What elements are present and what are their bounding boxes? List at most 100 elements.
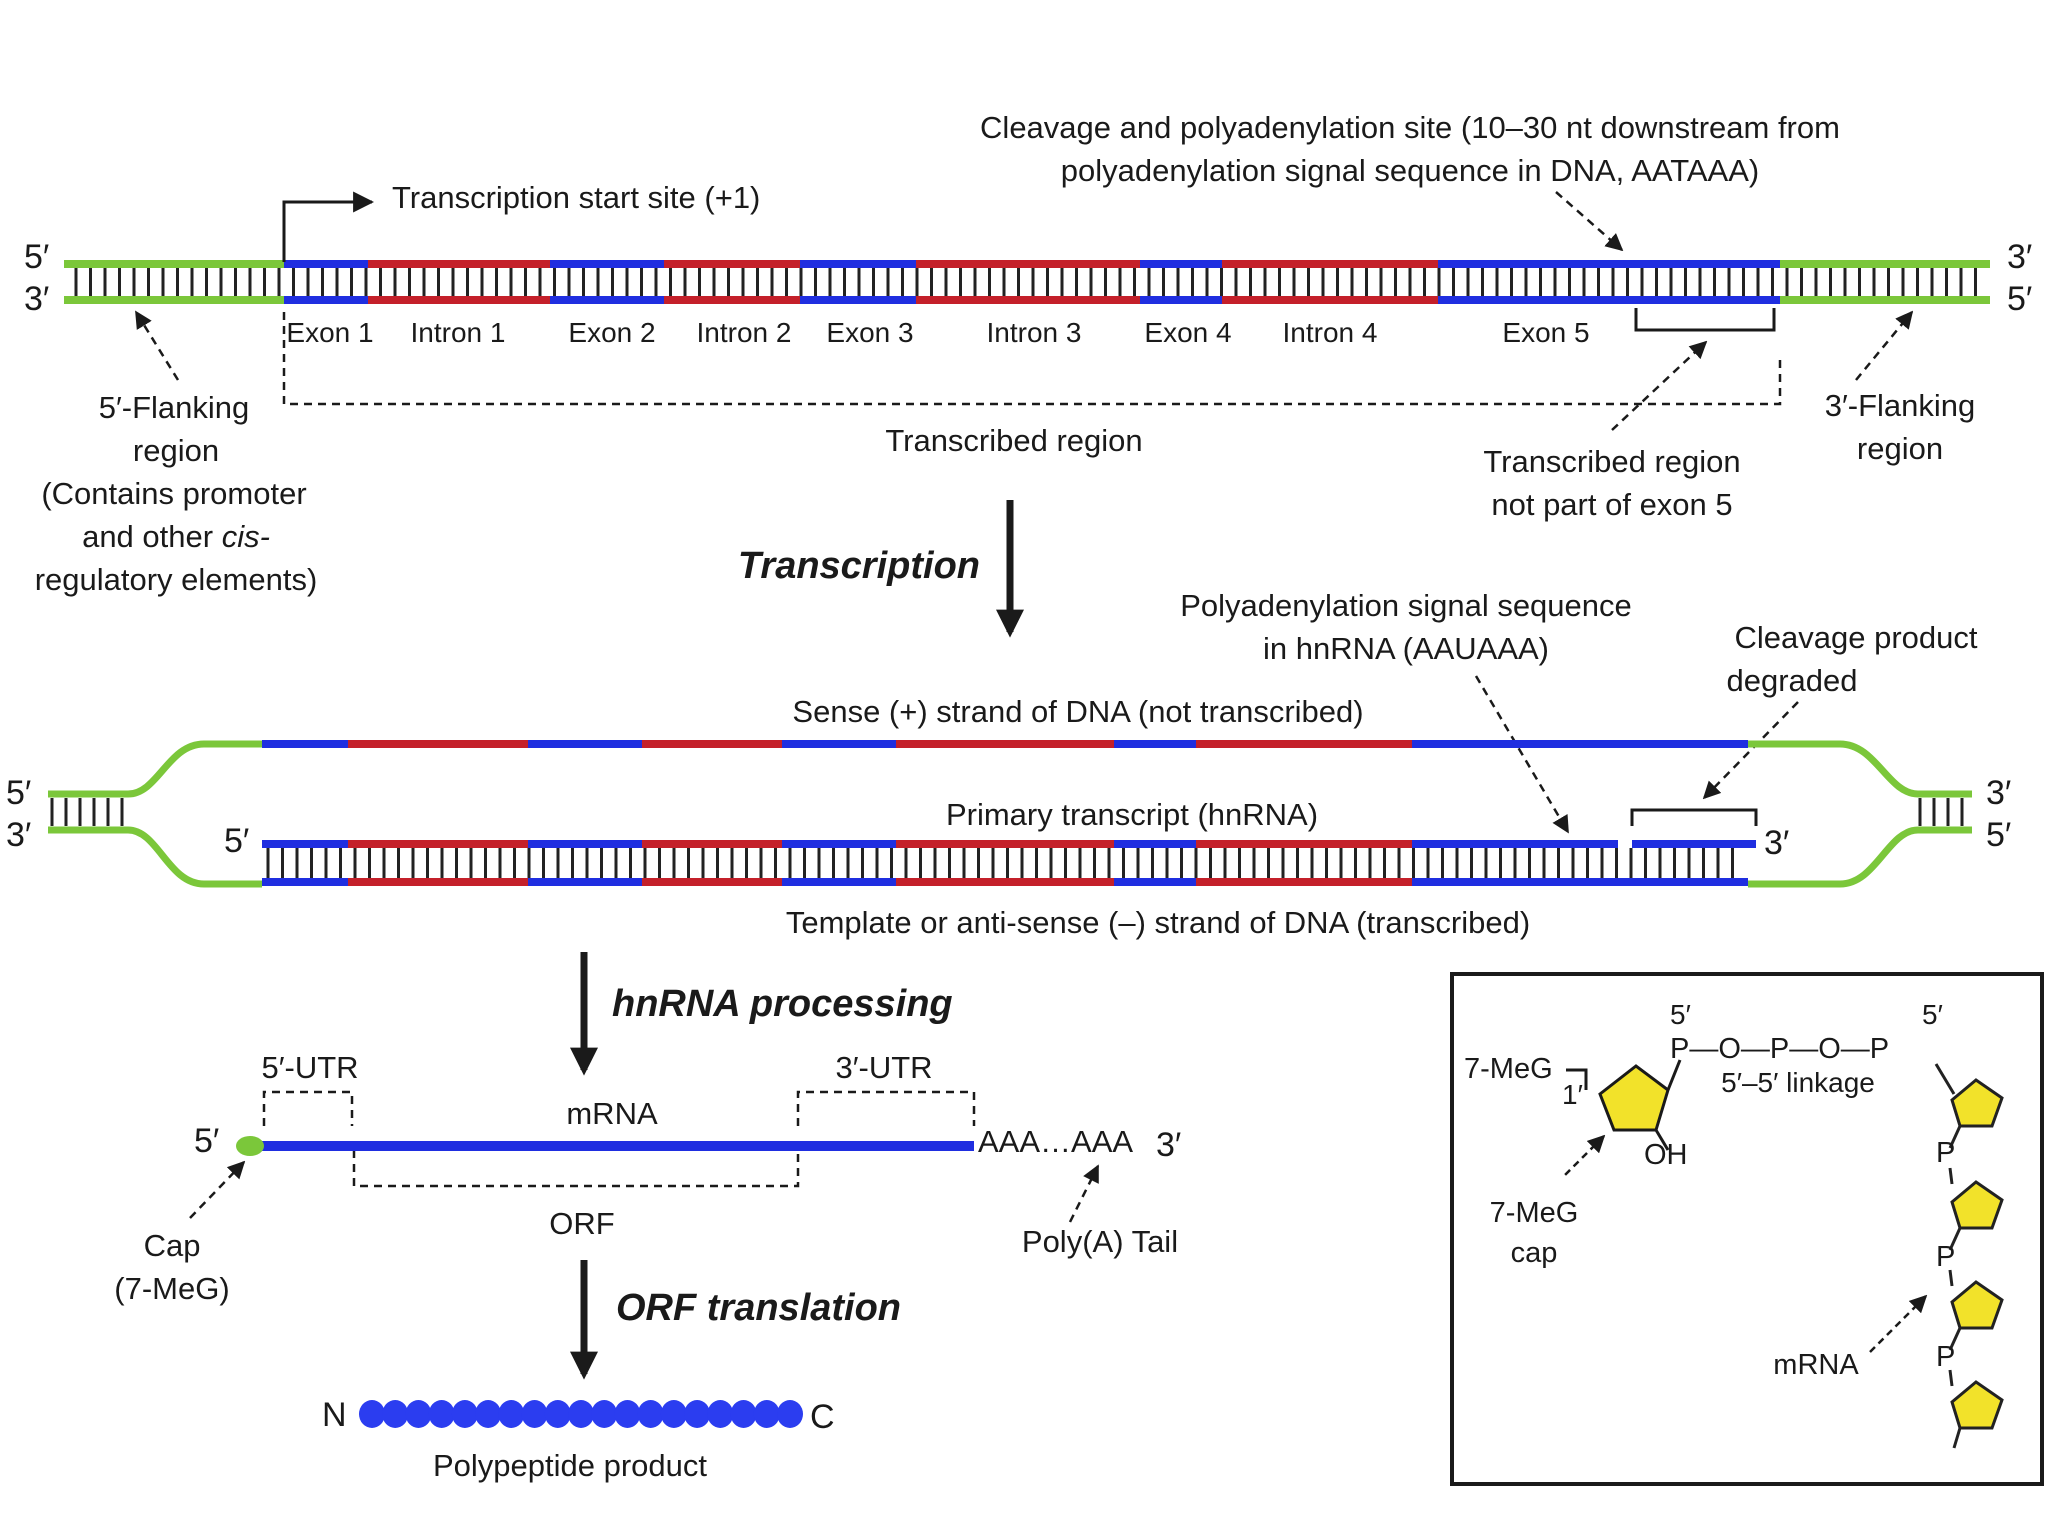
flank5-arrow [134, 310, 180, 381]
cleavage-site-line2: polyadenylation signal sequence in DNA, … [1061, 153, 1759, 188]
mrna-5prime: 5′ [194, 1122, 219, 1160]
exon-label: Exon 1 [286, 317, 373, 348]
tail-label: Poly(A) Tail [1022, 1224, 1178, 1259]
ribose-pentagon [1950, 1180, 2004, 1230]
mrna-pointer-arrow [1869, 1294, 1928, 1353]
amino-acid-residue [498, 1400, 525, 1428]
amino-acid-residue [475, 1400, 502, 1428]
utr5-label: 5′-UTR [261, 1050, 358, 1085]
cap-box-cap-line1: 7-MeG [1490, 1197, 1579, 1229]
utr3-bracket [796, 1090, 976, 1126]
amino-acid-residue [707, 1400, 734, 1428]
bubble-left-end [48, 740, 262, 888]
mrna-3prime: 3′ [1156, 1126, 1181, 1164]
intron-label: Intron 3 [987, 317, 1082, 348]
transcription-step-label: Transcription [738, 545, 980, 587]
backbone-bond [1948, 1125, 1962, 1149]
utr5-bracket [262, 1090, 354, 1126]
utr3-label: 3′-UTR [835, 1050, 932, 1085]
amino-acid-residue [568, 1400, 594, 1428]
transcribed-region-label: Transcribed region [885, 423, 1142, 458]
c-terminus: C [810, 1398, 835, 1436]
five-prime-b: 5′ [1922, 999, 1943, 1030]
bubble-3prime-right: 3′ [1986, 774, 2011, 812]
degraded-line1: Cleavage product [1735, 620, 1978, 655]
dna-5prime-right: 5′ [2007, 280, 2032, 318]
amino-acid-residue [359, 1400, 385, 1428]
dna-rungs [74, 266, 1977, 296]
flank3-line2: region [1857, 431, 1943, 466]
flank5-line: region [133, 433, 219, 468]
transcribed-region-bracket [282, 312, 1782, 406]
cap-meg-label: 7-MeG [1464, 1053, 1553, 1085]
exon-intron-labels: Exon 1 Intron 1 Exon 2 Intron 2 Exon 3 I… [286, 317, 1589, 348]
exon-label: Exon 4 [1144, 317, 1231, 348]
ribose-pentagon [1950, 1380, 2004, 1430]
cap-dot [236, 1136, 264, 1156]
not-exon5-line2: not part of exon 5 [1491, 487, 1732, 522]
rna-3prime: 3′ [1764, 824, 1789, 862]
flank5-line: (Contains promoter [41, 476, 306, 511]
ribose-pentagon [1950, 1280, 2004, 1330]
not-exon5-bracket [1634, 308, 1776, 332]
tss-label: Transcription start site (+1) [392, 180, 760, 215]
five-prime-a: 5′ [1670, 999, 1691, 1030]
exon-label: Exon 3 [826, 317, 913, 348]
amino-acid-residue [730, 1400, 757, 1428]
dna-5prime-left: 5′ [24, 238, 49, 276]
bubble-5prime-right: 5′ [1986, 816, 2011, 854]
polypeptide-section: N C Polypeptide product [322, 1396, 835, 1483]
cap-line2: (7-MeG) [114, 1271, 229, 1306]
backbone-bond [1934, 1063, 1956, 1095]
polypeptide-label: Polypeptide product [433, 1448, 707, 1483]
amino-acid-residue [428, 1400, 455, 1428]
phosphate-label: P [1936, 1241, 1955, 1273]
cleavage-site-line1: Cleavage and polyadenylation site (10–30… [980, 110, 1840, 145]
amino-acid-residue [660, 1400, 687, 1428]
dna-3prime-right: 3′ [2007, 238, 2032, 276]
bubble-3prime-left: 3′ [6, 816, 31, 854]
not-exon5-line1: Transcribed region [1483, 444, 1740, 479]
backbone-bond [1952, 1427, 1962, 1449]
cap-box-cap-line2: cap [1511, 1237, 1558, 1269]
template-strand-label: Template or anti-sense (–) strand of DNA… [786, 905, 1530, 940]
mrna-backbone [1934, 1063, 2004, 1449]
backbone-bond [1948, 1327, 1962, 1351]
phosphate-label: P [1936, 1137, 1955, 1169]
amino-acid-residue [521, 1400, 548, 1428]
flank5-label: 5′-Flanking region (Contains promoter an… [35, 390, 318, 597]
amino-acid-residue [591, 1400, 618, 1428]
cap-5prime-bond [1666, 1059, 1682, 1091]
one-prime-label: 1′ [1562, 1079, 1583, 1110]
amino-acid-residue [405, 1400, 432, 1428]
flank5-line: 5′-Flanking [99, 390, 250, 425]
transcription-bubble: Polyadenylation signal sequence in hnRNA… [6, 588, 2011, 940]
flank5-line: regulatory elements) [35, 562, 318, 597]
oh-label: OH [1644, 1139, 1688, 1171]
flank3-arrow [1855, 310, 1914, 381]
linkage-label: 5′–5′ linkage [1721, 1067, 1875, 1098]
signal-line2: in hnRNA (AAUAAA) [1263, 631, 1549, 666]
degraded-line2: degraded [1726, 663, 1857, 698]
amino-acid-residue [684, 1400, 711, 1428]
flank3-line1: 3′-Flanking [1825, 388, 1976, 423]
intron-label: Intron 1 [411, 317, 506, 348]
amino-acid-residue [451, 1400, 478, 1428]
degraded-arrow [1702, 701, 1799, 800]
exon-label: Exon 5 [1502, 317, 1589, 348]
phosphate-label: P [1936, 1341, 1955, 1373]
amino-acid-residue [753, 1400, 780, 1428]
translation-step-label: ORF translation [616, 1287, 901, 1329]
mrna-section: 5′-UTR 3′-UTR mRNA 5′ AAA…AAA 3′ ORF Cap… [114, 1050, 1181, 1306]
gene-section: 5′ 3′ 3′ 5′ Transcription start site (+1… [24, 110, 2032, 597]
hybrid-rungs [266, 848, 1734, 878]
tail-arrow [1068, 1164, 1100, 1223]
sense-strand-label: Sense (+) strand of DNA (not transcribed… [792, 694, 1363, 729]
rna-5prime: 5′ [224, 822, 249, 860]
cap-box-mrna-label: mRNA [1773, 1349, 1859, 1381]
cleavage-site-arrow [1555, 191, 1624, 252]
backbone-bond [1948, 1269, 1954, 1287]
signal-arrow [1474, 675, 1570, 834]
exon-label: Exon 2 [568, 317, 655, 348]
